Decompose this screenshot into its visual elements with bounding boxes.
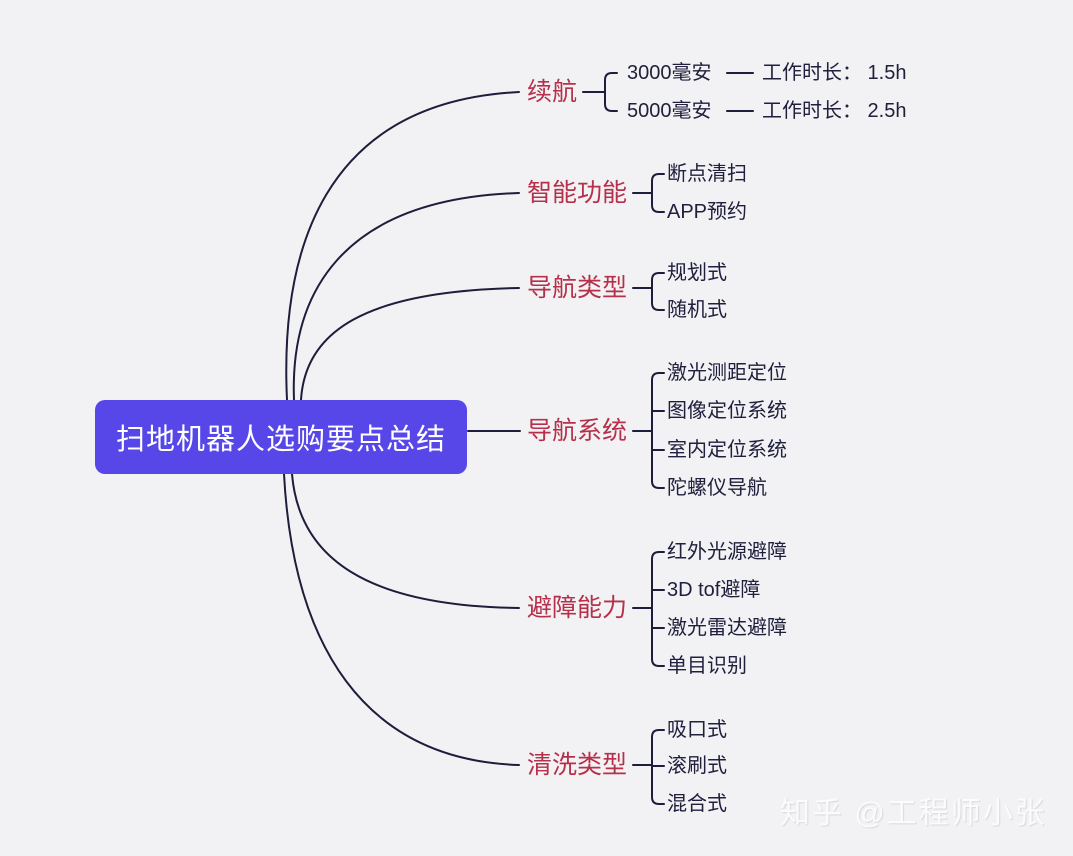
branch-label-navigation-system: 导航系统 [527, 417, 628, 445]
child-node-label: 单目识别 [667, 655, 747, 677]
root-node-label: 扫地机器人选购要点总结 [115, 424, 446, 456]
branch-label-battery: 续航 [527, 78, 578, 106]
curve-cleaning-type [283, 473, 520, 766]
child-node-label: 图像定位系统 [667, 400, 787, 422]
child-node-label: 陀螺仪导航 [667, 477, 767, 499]
child-node-label: 红外光源避障 [667, 541, 787, 563]
watermark: 知乎 @工程师小张 [780, 797, 1047, 830]
branch-label-smart-features: 智能功能 [527, 179, 628, 207]
child-node-label: APP预约 [667, 201, 748, 223]
bracket-obstacle-avoidance [632, 551, 665, 667]
root-node: 扫地机器人选购要点总结 [95, 400, 467, 474]
branch-label-obstacle-avoidance: 避障能力 [527, 594, 628, 622]
child-node-label: 5000毫安 [627, 100, 712, 122]
child-node-label: 室内定位系统 [667, 439, 787, 461]
branch-label-cleaning-type: 清洗类型 [527, 751, 628, 779]
curve-obstacle-avoidance [291, 473, 520, 609]
child-node-label: 吸口式 [667, 719, 727, 741]
bracket-battery [582, 72, 754, 112]
bracket-navigation-type [632, 272, 665, 311]
curve-battery [285, 91, 520, 401]
child-node-label: 滚刷式 [667, 755, 727, 777]
child-node-sub-label: 工作时长： 1.5h [762, 62, 907, 84]
child-node-label: 3000毫安 [627, 62, 712, 84]
branch-label-navigation-type: 导航类型 [527, 274, 628, 302]
child-node-label: 随机式 [667, 299, 727, 321]
child-node-label: 规划式 [667, 262, 727, 284]
curve-smart-features [292, 192, 520, 401]
child-node-label: 混合式 [667, 793, 727, 815]
child-node-label: 激光雷达避障 [667, 617, 787, 639]
child-node-label: 断点清扫 [667, 163, 747, 185]
bracket-smart-features [632, 173, 665, 213]
bracket-navigation-system [632, 372, 665, 489]
child-node-sub-label: 工作时长： 2.5h [762, 100, 907, 122]
bracket-cleaning-type [632, 729, 665, 805]
curve-navigation-type [300, 287, 520, 401]
child-node-label: 激光测距定位 [667, 362, 787, 384]
child-node-label: 3D tof避障 [667, 579, 761, 601]
